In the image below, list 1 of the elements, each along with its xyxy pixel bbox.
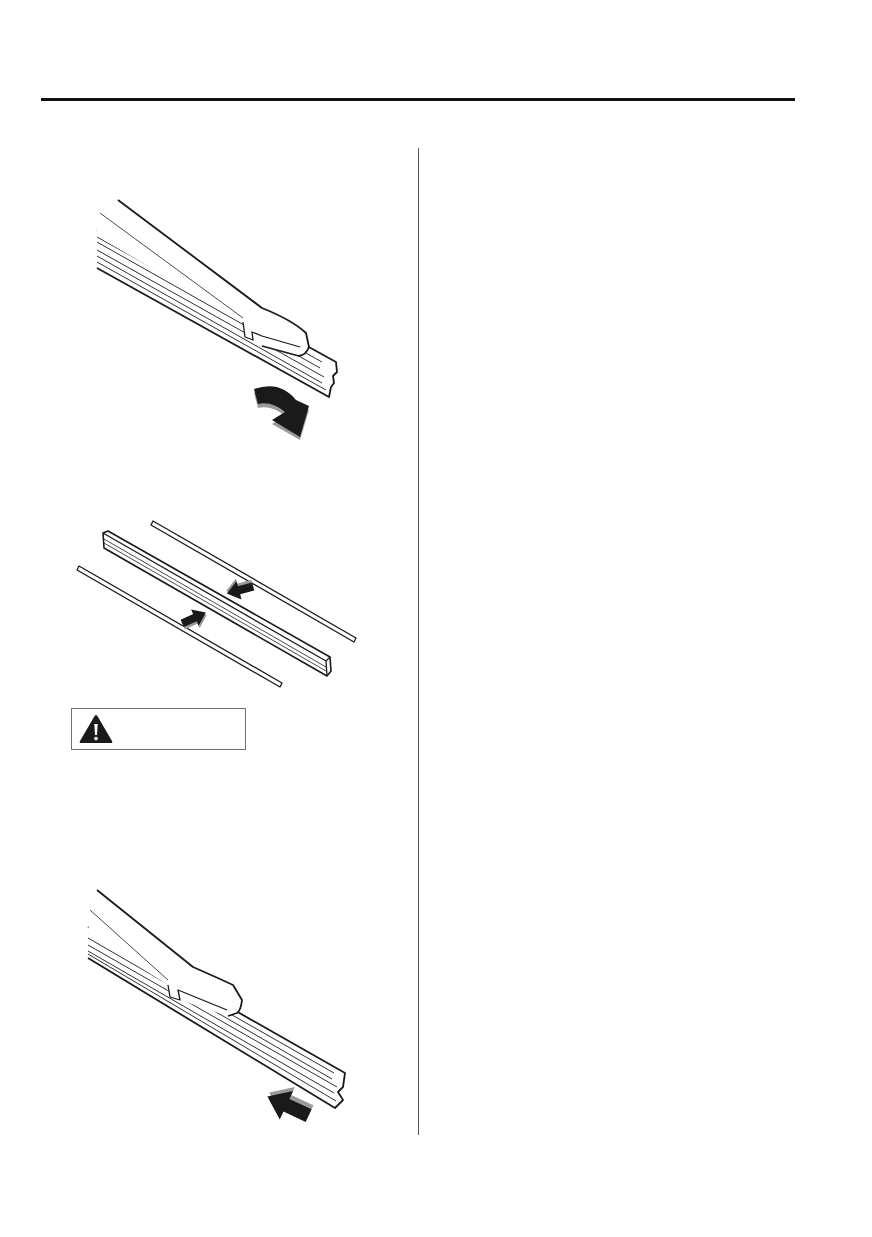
warning-box (71, 708, 246, 750)
